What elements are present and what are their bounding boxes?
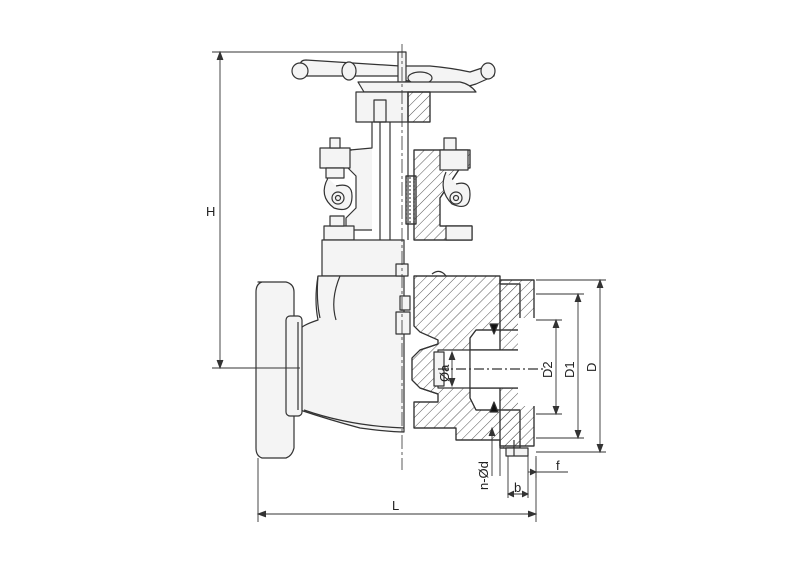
dim-label-d: D (584, 363, 599, 372)
handwheel (291, 51, 496, 93)
dim-label-h: H (206, 204, 215, 219)
dim-label-nd: n-Ød (476, 461, 491, 490)
body-section (411, 270, 546, 457)
dimension-lines (212, 50, 606, 522)
dim-label-a: Øa (437, 364, 452, 382)
dim-label-d1: D1 (562, 361, 577, 378)
bonnet-section (405, 137, 473, 241)
dim-label-d2: D2 (540, 361, 555, 378)
dim-label-l: L (392, 498, 399, 513)
dim-label-b: b (514, 480, 521, 495)
dim-label-f: f (556, 458, 560, 473)
yoke (319, 122, 373, 241)
body-exterior (255, 239, 411, 459)
